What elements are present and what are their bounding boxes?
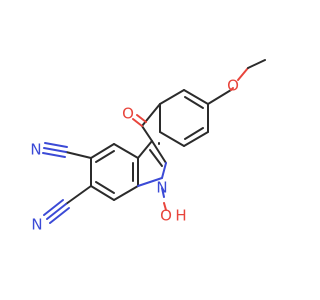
methoxy-oxygen-label: O <box>227 77 239 95</box>
carbonyl-group <box>132 103 161 142</box>
ring-nitrogen-label: N <box>156 179 167 197</box>
methoxy-group <box>237 59 266 81</box>
hydroxyl-oxygen-label: O <box>160 207 172 225</box>
n-hydroxyl <box>161 187 167 211</box>
indole-benzene-ring <box>90 143 139 201</box>
carbonyl-oxygen-label: O <box>122 105 134 123</box>
nitrile-top <box>42 142 92 159</box>
molecule-structure: O O N N N O H <box>30 59 266 234</box>
nitrile-top-nitrogen-label: N <box>30 141 41 159</box>
nitrile-bottom-nitrogen-label: N <box>31 216 42 234</box>
indole-pyrrole-ring <box>137 140 167 187</box>
hydroxyl-hydrogen-label: H <box>175 207 186 225</box>
nitrile-bottom <box>43 185 92 224</box>
methoxyphenyl-ring <box>159 87 234 147</box>
